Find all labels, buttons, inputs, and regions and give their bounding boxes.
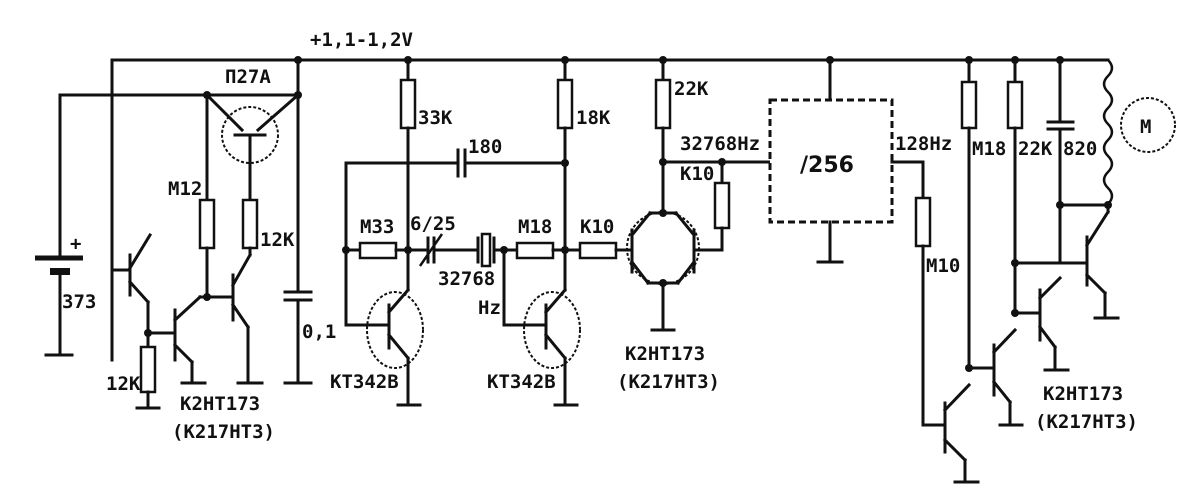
- resistor-m10: [914, 196, 932, 248]
- resistor-12k-upper: [241, 198, 259, 250]
- resistor-m18-driver: [960, 80, 978, 130]
- ic-buffer-label: K2HT173: [625, 343, 705, 365]
- trimmer-label: 6/25: [410, 213, 456, 235]
- buffer-output-freq: 32768Hz: [680, 133, 760, 155]
- resistor-12k-lower: [139, 345, 157, 394]
- capacitor-0-1-label: 0,1: [302, 321, 336, 343]
- resistor-k10-buffer-label: K10: [680, 163, 714, 185]
- transistor-kt342b-2-label: KT342B: [487, 371, 556, 393]
- transistor-kt342b-2: [502, 248, 581, 407]
- capacitor-0-1: [283, 93, 313, 385]
- resistor-m33-label: M33: [360, 216, 394, 238]
- resistor-33k-label: 33K: [418, 107, 453, 129]
- crystal-unit-label: Hz: [478, 297, 501, 319]
- crystal-freq-label: 32768: [438, 268, 495, 290]
- capacitor-180-label: 180: [468, 136, 502, 158]
- ic-driver-label: K2HT173: [1043, 383, 1123, 405]
- motor-symbol: [1120, 97, 1176, 153]
- capacitor-820-label: 820: [1063, 138, 1097, 160]
- motor-label: M: [1140, 116, 1151, 138]
- resistor-m10-label: M10: [926, 255, 960, 277]
- ic-buffer-alt-label: (K217HT3): [617, 371, 720, 393]
- supply-rail: [110, 56, 1110, 362]
- resistor-m18-driver-label: M18: [972, 138, 1006, 160]
- ic-power-alt-label: (K217HT3): [172, 421, 275, 443]
- resistor-22k-driver: [1006, 80, 1024, 130]
- resistor-m33: [358, 241, 398, 260]
- resistor-22k-driver-label: 22K: [1018, 138, 1053, 160]
- battery-polarity: +: [70, 233, 81, 255]
- capacitor-820: [1046, 58, 1075, 265]
- ic-k2ht173-driver: [942, 209, 1120, 484]
- divider-output-freq: 128Hz: [895, 133, 952, 155]
- ic-k2ht173-power: [110, 232, 264, 385]
- resistor-m12: [198, 198, 216, 250]
- supply-voltage-label: +1,1-1,2V: [310, 29, 413, 51]
- resistor-m18-osc: [515, 241, 555, 260]
- resistor-m18-osc-label: M18: [518, 216, 552, 238]
- resistor-k10-osc: [578, 241, 618, 260]
- transistor-kt342b-1-label: KT342B: [330, 371, 399, 393]
- resistor-12k-lower-label: 12K: [106, 373, 141, 395]
- resistor-k10-buffer: [713, 181, 731, 230]
- resistor-18k-label: 18K: [576, 107, 611, 129]
- trimmer-capacitor: [418, 233, 480, 267]
- ic-power-label: K2HT173: [180, 393, 260, 415]
- transistor-kt342b-1: [344, 248, 424, 407]
- transistor-p27a: [203, 91, 302, 202]
- transistor-p27a-label: П27А: [225, 66, 271, 88]
- resistor-k10-osc-label: K10: [580, 216, 614, 238]
- ic-driver-alt-label: (K217HT3): [1035, 411, 1138, 433]
- divider-label: /256: [800, 153, 854, 178]
- resistor-33k: [399, 78, 417, 130]
- resistor-18k: [556, 78, 574, 130]
- battery-label: 373: [62, 291, 96, 313]
- resistor-22k-buffer: [654, 78, 672, 130]
- battery-symbol: [35, 58, 300, 357]
- crystal-32768: [476, 232, 519, 268]
- resistor-22k-buffer-label: 22K: [674, 78, 709, 100]
- motor-coil: [1056, 59, 1114, 214]
- resistor-12k-upper-label: 12K: [260, 229, 295, 251]
- ic-k2ht173-buffer: [626, 209, 700, 332]
- resistor-m12-label: M12: [168, 178, 202, 200]
